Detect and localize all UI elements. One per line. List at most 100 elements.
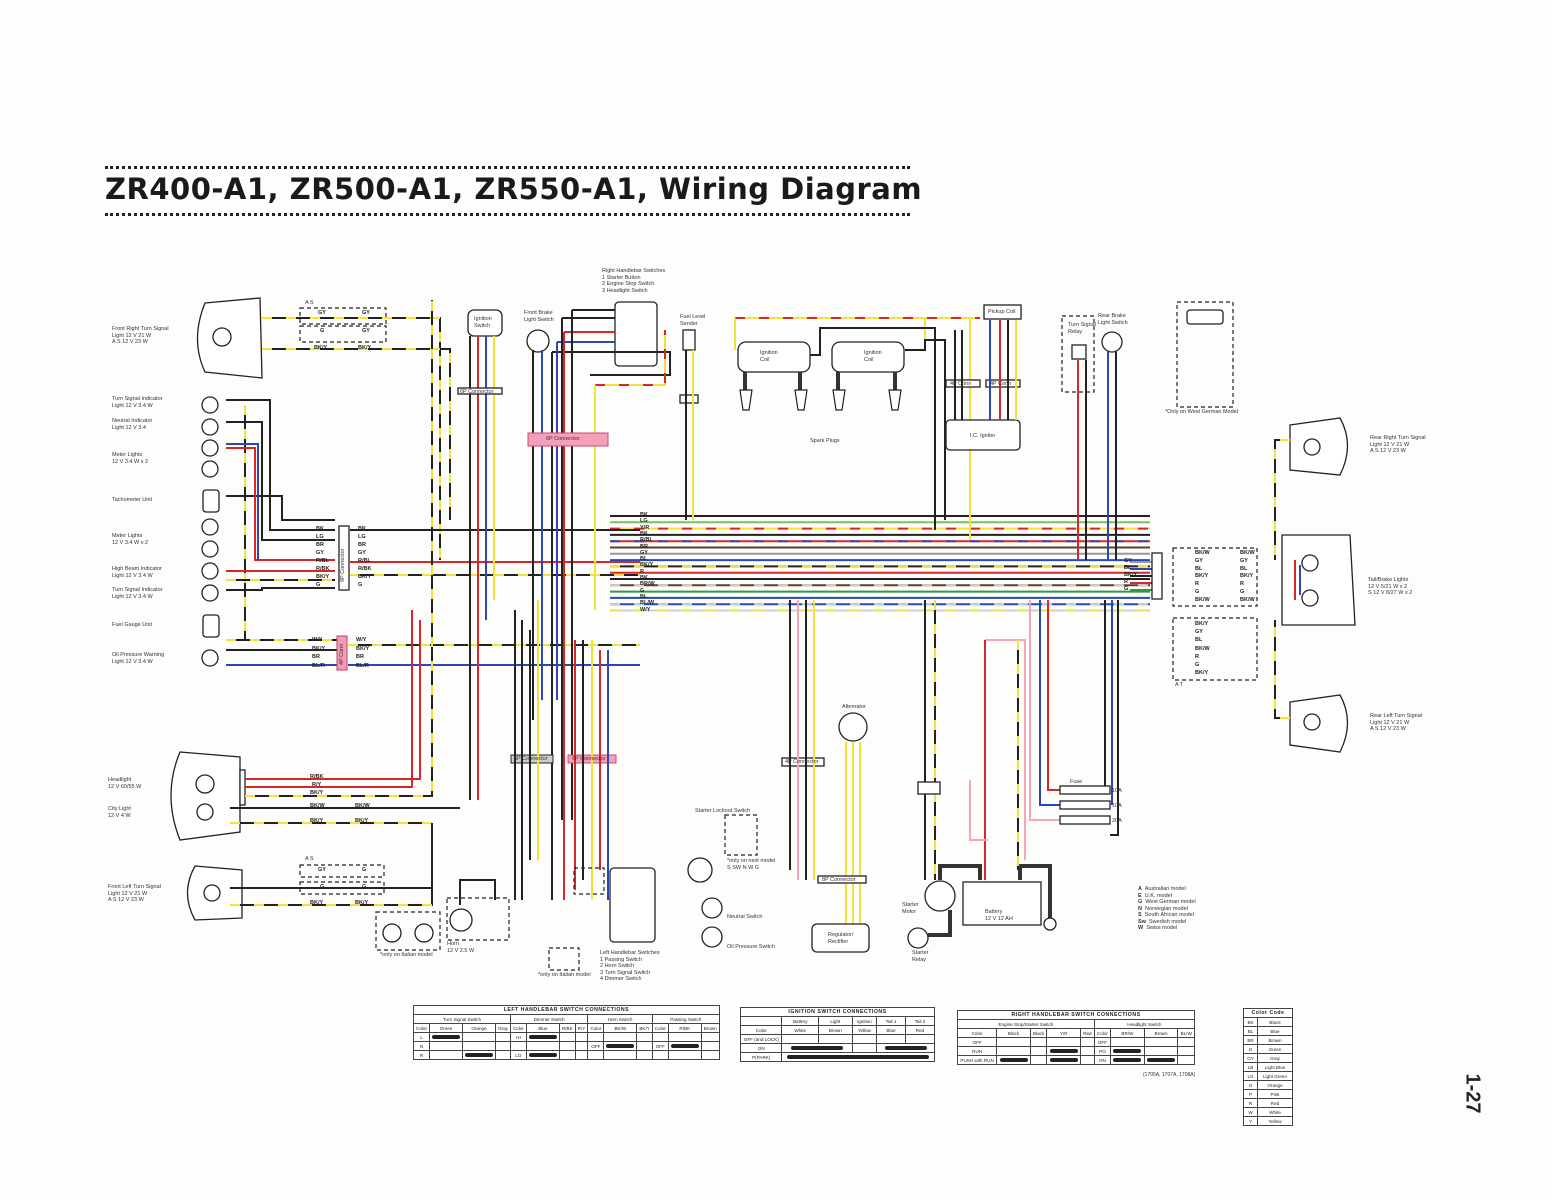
table-cell: L — [413, 1032, 430, 1042]
connector-wire-code: BK/Y — [1195, 621, 1209, 627]
legend-item: A Australian model — [1138, 886, 1186, 892]
connector-wire-code: BL/R — [356, 662, 369, 669]
label-fuse-10a-2: 10A — [1112, 803, 1122, 809]
table-cell — [667, 1041, 702, 1051]
connector-wire-code: BR — [312, 654, 320, 660]
turn-relay-body — [1071, 344, 1087, 360]
connector-wire-code: BK/Y — [1195, 573, 1209, 580]
table-cell: LG — [1242, 1071, 1259, 1081]
label-fuse-10a-1: 10A — [1112, 788, 1122, 794]
front-left-turn-signal-lamp — [186, 823, 433, 921]
west-german-box — [1176, 301, 1234, 408]
rear-wire-code: G — [1124, 586, 1129, 592]
connector-wire-code: W/Y — [312, 637, 323, 643]
table-cell: Yellow — [1257, 1116, 1293, 1126]
starter-relay-body — [907, 927, 929, 949]
table-cell — [636, 1050, 653, 1060]
table-cell — [1110, 1046, 1145, 1056]
as-dashed-box-3 — [299, 864, 385, 878]
table-cell: BR/W — [1110, 1028, 1145, 1038]
rear-connector-body — [1151, 552, 1163, 600]
table-cell — [1177, 1037, 1195, 1047]
legend-item: Sw Swedish model — [1138, 918, 1187, 925]
table-cell: R/BK — [667, 1023, 702, 1033]
label-starter-lockout: Starter Lockout Switch — [695, 808, 751, 814]
connector-wire-code: BR — [358, 542, 366, 548]
table-cell: R — [413, 1050, 430, 1060]
table-cell — [603, 1032, 638, 1042]
main-harness — [610, 515, 1152, 612]
table-cell: White — [781, 1025, 819, 1035]
as-dashed-box-4 — [299, 881, 385, 895]
horn — [446, 879, 510, 941]
rear-connector-box-1 — [1172, 547, 1258, 607]
label-fuel-gauge: Fuel Gauge Unit — [112, 622, 153, 628]
wire-code: BK/W — [310, 803, 325, 809]
label-right-6p: 6P Connector — [546, 436, 580, 442]
table-cell — [1029, 1037, 1048, 1047]
connector-wire-code: BK/W — [1195, 550, 1210, 556]
table-cell: Color — [587, 1023, 605, 1033]
table-cell: Battery — [781, 1016, 819, 1026]
front-right-turn-signal-lamp — [196, 297, 451, 560]
fuse-2 — [1059, 800, 1111, 810]
table-cell — [1080, 1055, 1095, 1065]
table-cell — [428, 1032, 463, 1042]
table-cell: PO — [1093, 1046, 1112, 1056]
harness-wire-code: GY — [640, 549, 648, 556]
table-cell: Pink — [1257, 1089, 1293, 1099]
table-cell: Red — [1080, 1028, 1095, 1038]
label-neutral-switch: Neutral Switch — [727, 914, 763, 920]
legend-item: N Norwegian model — [1138, 905, 1188, 912]
label-9p-connector: 9P Connector — [340, 548, 346, 582]
rear-left-turn-lamp — [1274, 620, 1349, 753]
table-cell — [574, 1050, 589, 1060]
label-pickup-coil: Pickup Coil — [988, 309, 1016, 315]
table-cell: N — [413, 1041, 430, 1051]
wire-code: GY — [362, 310, 370, 316]
table-cell: BL/W — [1177, 1028, 1195, 1038]
legend-item: S South African model — [1138, 912, 1194, 918]
legend-item: G West German model — [1138, 899, 1196, 905]
table-group: Engine Stop/Starter Switch — [957, 1019, 1095, 1029]
harness-wire-code: BK/Y — [640, 562, 654, 569]
table-cell — [461, 1050, 496, 1060]
table-cell: OFF — [587, 1041, 605, 1051]
label-4p-conn-1: 4P Conn — [950, 381, 972, 387]
table-cell: BK/Y — [636, 1023, 653, 1033]
label-as-1: A S — [305, 300, 314, 306]
italian-horn-2 — [414, 923, 434, 943]
table-cell: ON — [739, 1043, 783, 1053]
wire-code: GY — [362, 328, 370, 334]
connector-wire-code: R/BK — [358, 566, 372, 572]
table-cell — [996, 1055, 1031, 1065]
table-cell: Tail 2 — [904, 1016, 936, 1026]
legend-item: W Swiss model — [1138, 925, 1178, 931]
table-cell: Brown — [700, 1023, 720, 1033]
table-cell — [651, 1032, 669, 1042]
label-lower-6p-2: 6P Connector — [572, 756, 606, 762]
4p-conn-2 — [985, 379, 1021, 388]
table-cell: O — [1242, 1080, 1259, 1090]
label-alternator: Alternator — [842, 704, 866, 710]
italian-left-switch-box — [548, 947, 580, 971]
right-handlebar-table: RIGHT HANDLEBAR SWITCH CONNECTIONS Engin… — [956, 1010, 1196, 1065]
ignition-coil-2 — [831, 341, 905, 373]
connector-wire-code: R — [1195, 653, 1199, 660]
connector-wire-code: GY — [316, 550, 324, 556]
table-cell: Color — [413, 1023, 430, 1033]
table-title: RIGHT HANDLEBAR SWITCH CONNECTIONS — [957, 1010, 1195, 1020]
spark-plugs — [739, 389, 902, 411]
